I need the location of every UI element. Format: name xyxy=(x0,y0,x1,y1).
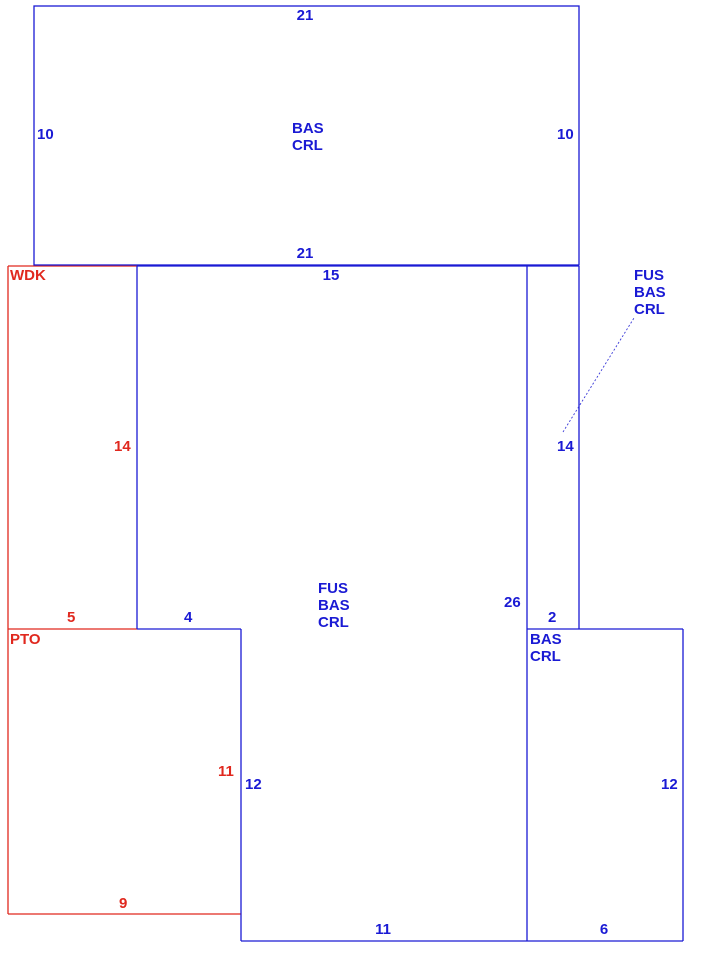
dimension-label: 15 xyxy=(322,267,340,284)
dimension-label: 9 xyxy=(119,895,128,912)
dimension-label: 5 xyxy=(67,609,76,626)
main-section-outline xyxy=(136,265,683,942)
lower-right-outline xyxy=(527,628,684,941)
dimension-label: 12 xyxy=(245,776,262,793)
side-strip-label: FUS BAS CRL xyxy=(634,267,666,318)
patio-label: PTO xyxy=(10,631,41,648)
lower-right-label: BAS CRL xyxy=(530,631,562,665)
side-strip-leader-line xyxy=(562,317,635,433)
dimension-label: 6 xyxy=(599,921,609,938)
dimension-label: 14 xyxy=(114,438,131,455)
top-section-label: BAS CRL xyxy=(292,120,324,154)
dimension-label: 4 xyxy=(184,609,193,626)
patio-outline xyxy=(7,629,241,915)
dimension-label: 21 xyxy=(296,245,314,262)
main-section-label: FUS BAS CRL xyxy=(318,580,350,631)
dimension-label: 10 xyxy=(557,126,574,143)
dimension-label: 11 xyxy=(375,921,391,938)
dimension-label: 12 xyxy=(661,776,678,793)
top-section-outline xyxy=(33,5,580,266)
dimension-label: 14 xyxy=(557,438,574,455)
dimension-label: 2 xyxy=(548,609,557,626)
dimension-label: 21 xyxy=(296,7,314,24)
dimension-label: 10 xyxy=(37,126,54,143)
deck-outline xyxy=(7,265,137,630)
deck-label: WDK xyxy=(10,267,46,284)
dimension-label: 26 xyxy=(504,594,521,611)
dimension-label: 11 xyxy=(218,763,234,780)
